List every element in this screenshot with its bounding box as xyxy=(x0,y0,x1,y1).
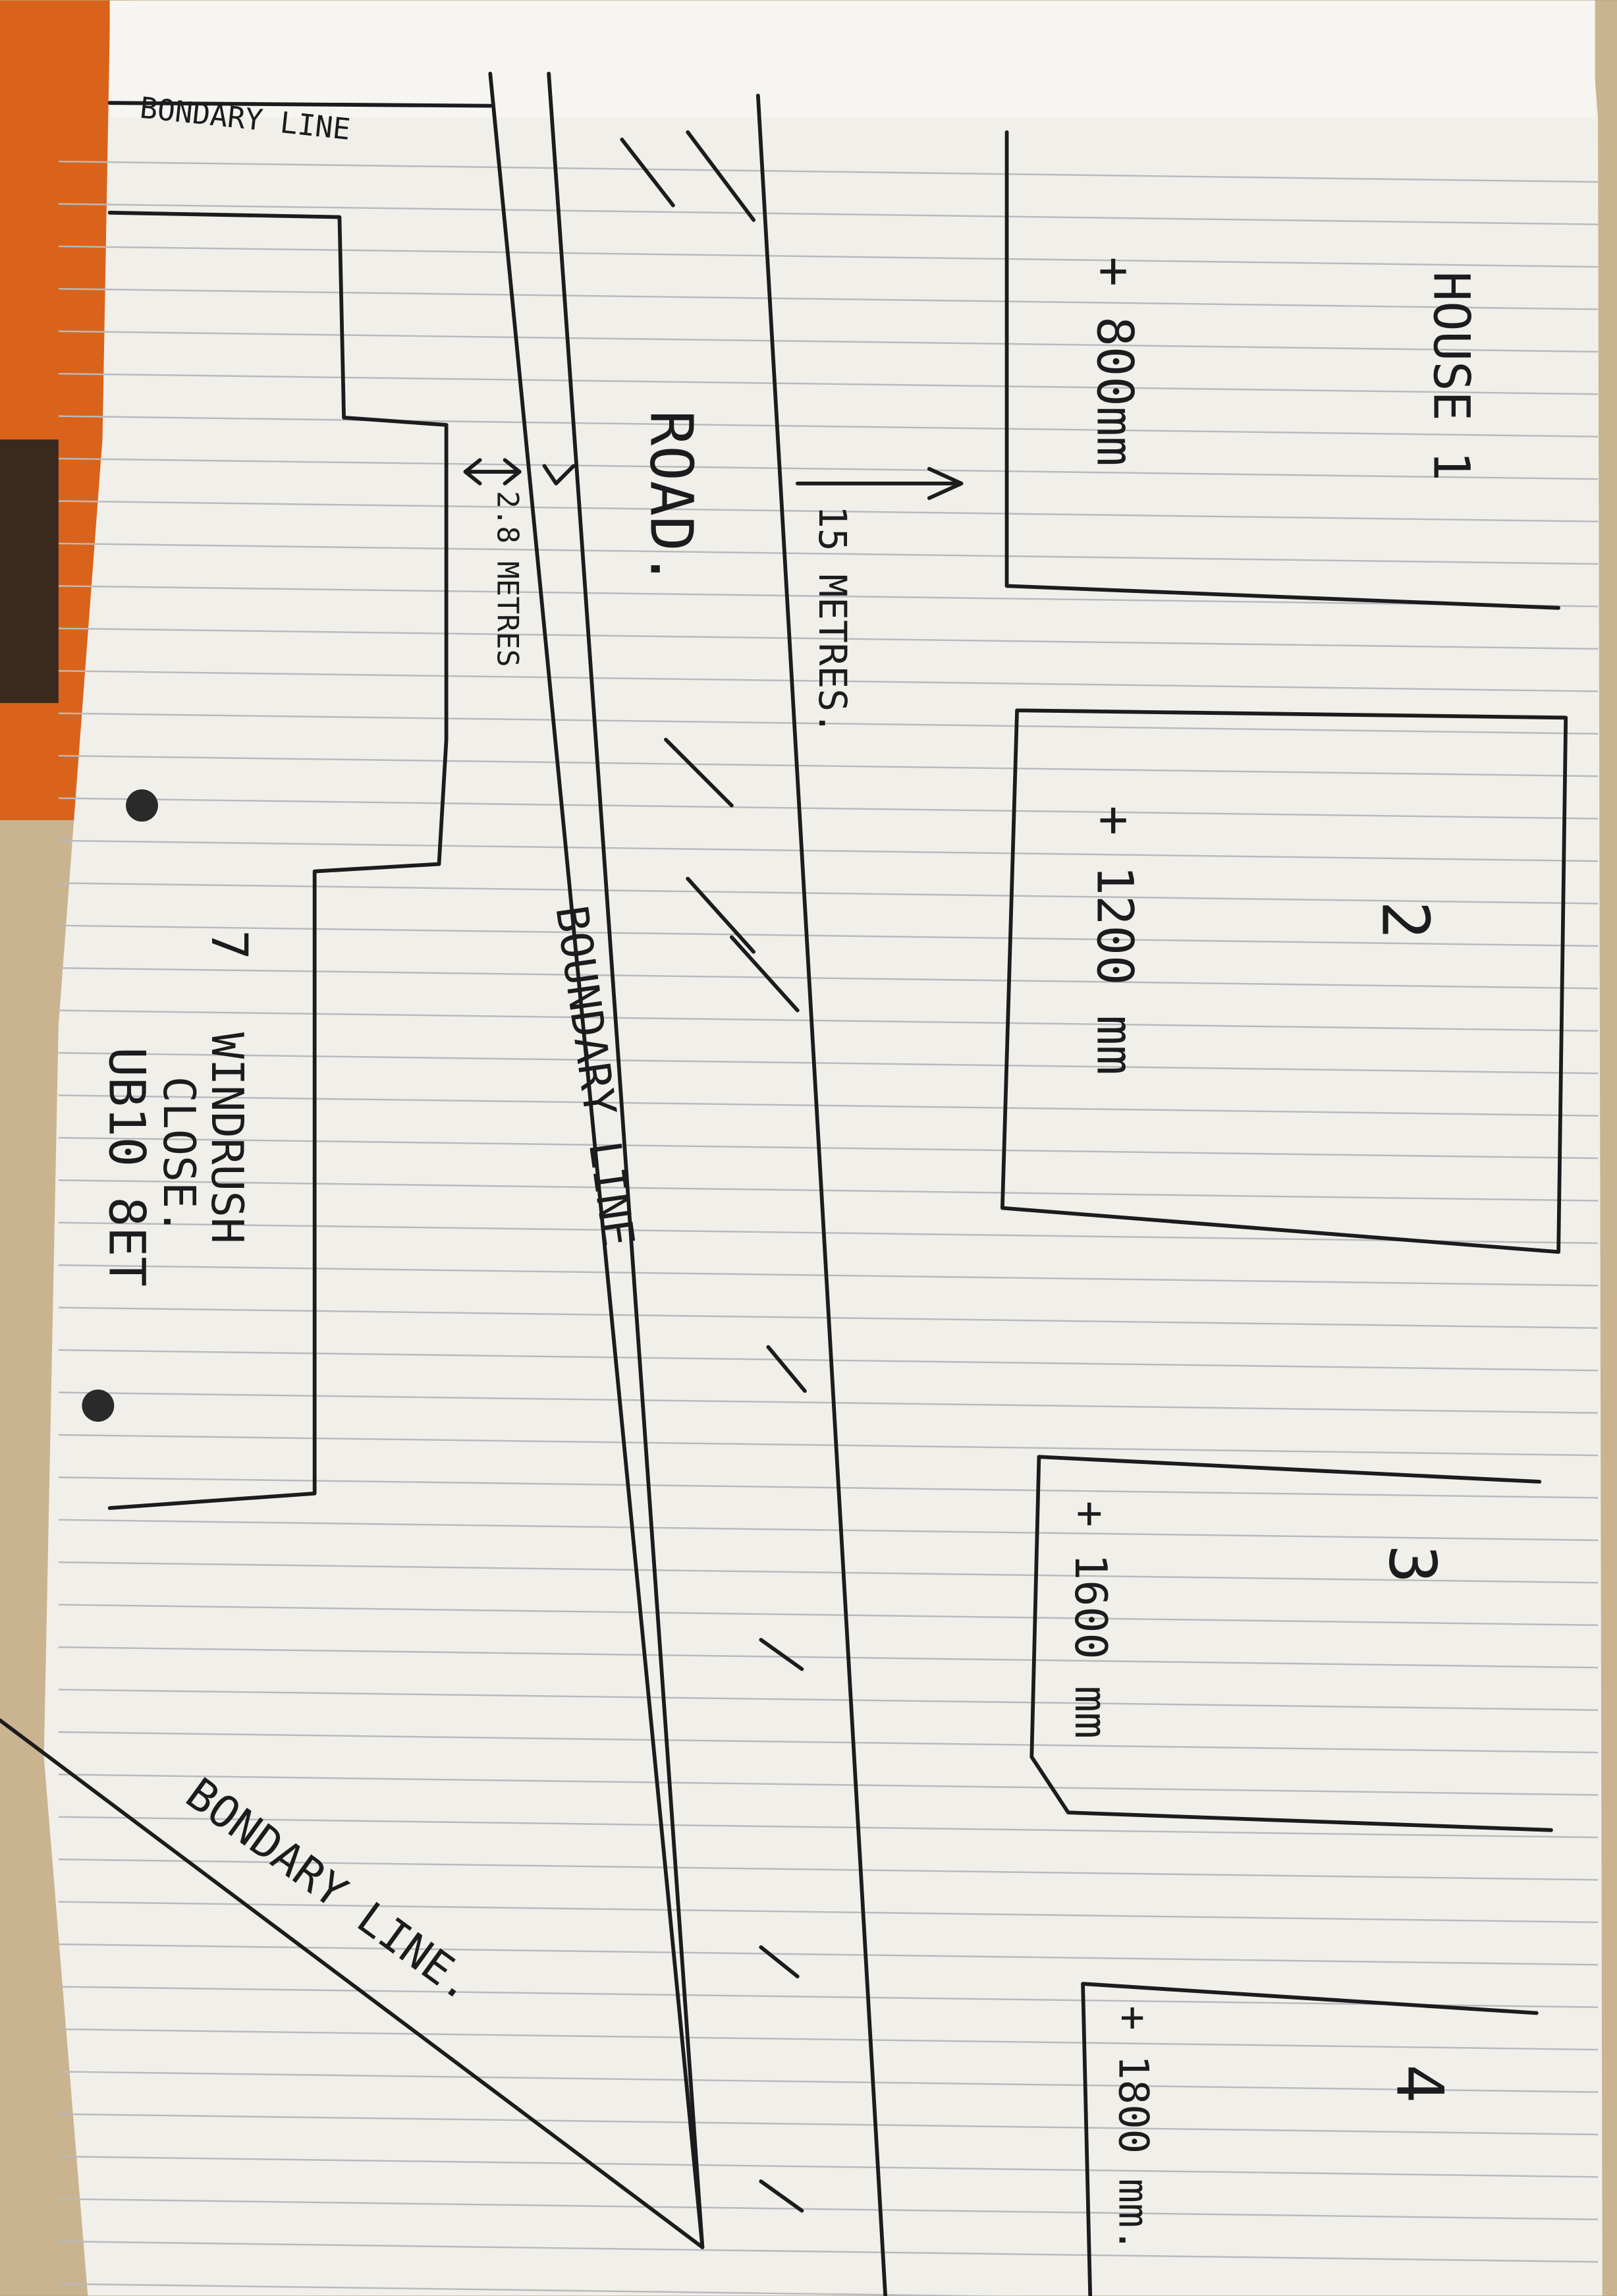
ruled-line xyxy=(58,415,1599,437)
paper-sheet xyxy=(43,30,1603,2296)
ruled-line xyxy=(58,2028,1599,2051)
ruled-line xyxy=(58,712,1599,735)
setback-arrow xyxy=(463,458,576,486)
house-1-height: + 800mm xyxy=(1085,256,1143,466)
ruled-line xyxy=(58,160,1599,183)
ruled-line xyxy=(58,2283,1032,2296)
house-2-height: + 1200 mm xyxy=(1085,806,1143,1075)
road-hatching xyxy=(620,130,807,2213)
ruled-line xyxy=(58,1774,1599,1796)
ruled-line xyxy=(58,1689,1599,1711)
setback-label: 2.8 METRES xyxy=(490,491,524,667)
property-outline xyxy=(107,210,449,1510)
house-4-label: 4 xyxy=(1382,2064,1457,2103)
boundary-line xyxy=(547,71,705,2249)
address-postcode: UB10 8ET xyxy=(98,1047,156,1287)
ruled-line xyxy=(58,500,1599,522)
ruled-line xyxy=(58,2198,1599,2221)
house-1-label: HOUSE 1 xyxy=(1422,271,1480,481)
top-boundary-line xyxy=(107,101,493,108)
ruled-line xyxy=(58,203,1599,225)
ruled-lines xyxy=(58,160,1599,2296)
ruled-line xyxy=(58,1519,1599,1542)
ruled-line xyxy=(58,1901,1599,1924)
house-1-outline xyxy=(1004,130,1561,610)
ruled-line xyxy=(58,372,1599,395)
address-number: 7 xyxy=(200,930,258,959)
shadow xyxy=(0,439,59,704)
ruled-line xyxy=(58,1816,1599,1839)
ruled-line xyxy=(58,797,1599,820)
ruled-line xyxy=(58,754,1599,777)
ruled-line xyxy=(58,585,1599,607)
address-street: WINDRUSH xyxy=(202,1032,253,1244)
house-3-height: + 1600 mm xyxy=(1065,1501,1116,1739)
ruled-line xyxy=(58,2240,1599,2263)
ruled-line xyxy=(58,1731,1599,1754)
ruled-line xyxy=(58,839,1599,862)
ruled-line xyxy=(58,669,1599,692)
address-block: 7 WINDRUSH CLOSE. UB10 8ET xyxy=(98,930,259,1286)
punch-hole xyxy=(126,789,158,822)
ruled-line xyxy=(58,245,1599,268)
punch-hole xyxy=(82,1389,115,1422)
ruled-line xyxy=(58,288,1599,310)
ruled-line xyxy=(58,1561,1599,1584)
bottom-boundary-line xyxy=(0,1718,705,2249)
house-2-label: 2 xyxy=(1367,901,1442,939)
road-label: ROAD. xyxy=(638,410,705,586)
ruled-line xyxy=(58,330,1599,353)
ruled-line xyxy=(58,457,1599,480)
road-edge-left xyxy=(488,71,705,2249)
ruled-line xyxy=(58,2071,1599,2093)
road-edge-right xyxy=(755,94,888,2296)
ruled-line xyxy=(58,2113,1599,2136)
notepad-binding xyxy=(109,0,1595,118)
house-4-outline xyxy=(1081,1982,1539,2296)
road-width-label: 15 METRES. xyxy=(810,505,855,735)
address-close: CLOSE. xyxy=(153,1077,205,1235)
house-2-outline xyxy=(1000,708,1568,1254)
ruled-line xyxy=(58,1604,1599,1627)
ruled-line xyxy=(58,1859,1599,1881)
house-3-outline xyxy=(1029,1455,1553,1832)
house-3-label: 3 xyxy=(1375,1545,1450,1584)
ruled-line xyxy=(58,627,1599,650)
ruled-line xyxy=(58,2156,1599,2178)
house-4-height: + 1800 mm. xyxy=(1110,2005,1158,2252)
road-width-arrow xyxy=(795,466,964,500)
ruled-line xyxy=(58,1986,1599,2008)
ruled-line xyxy=(58,542,1599,565)
ruled-line xyxy=(58,1943,1599,1966)
ruled-line xyxy=(58,1646,1599,1669)
